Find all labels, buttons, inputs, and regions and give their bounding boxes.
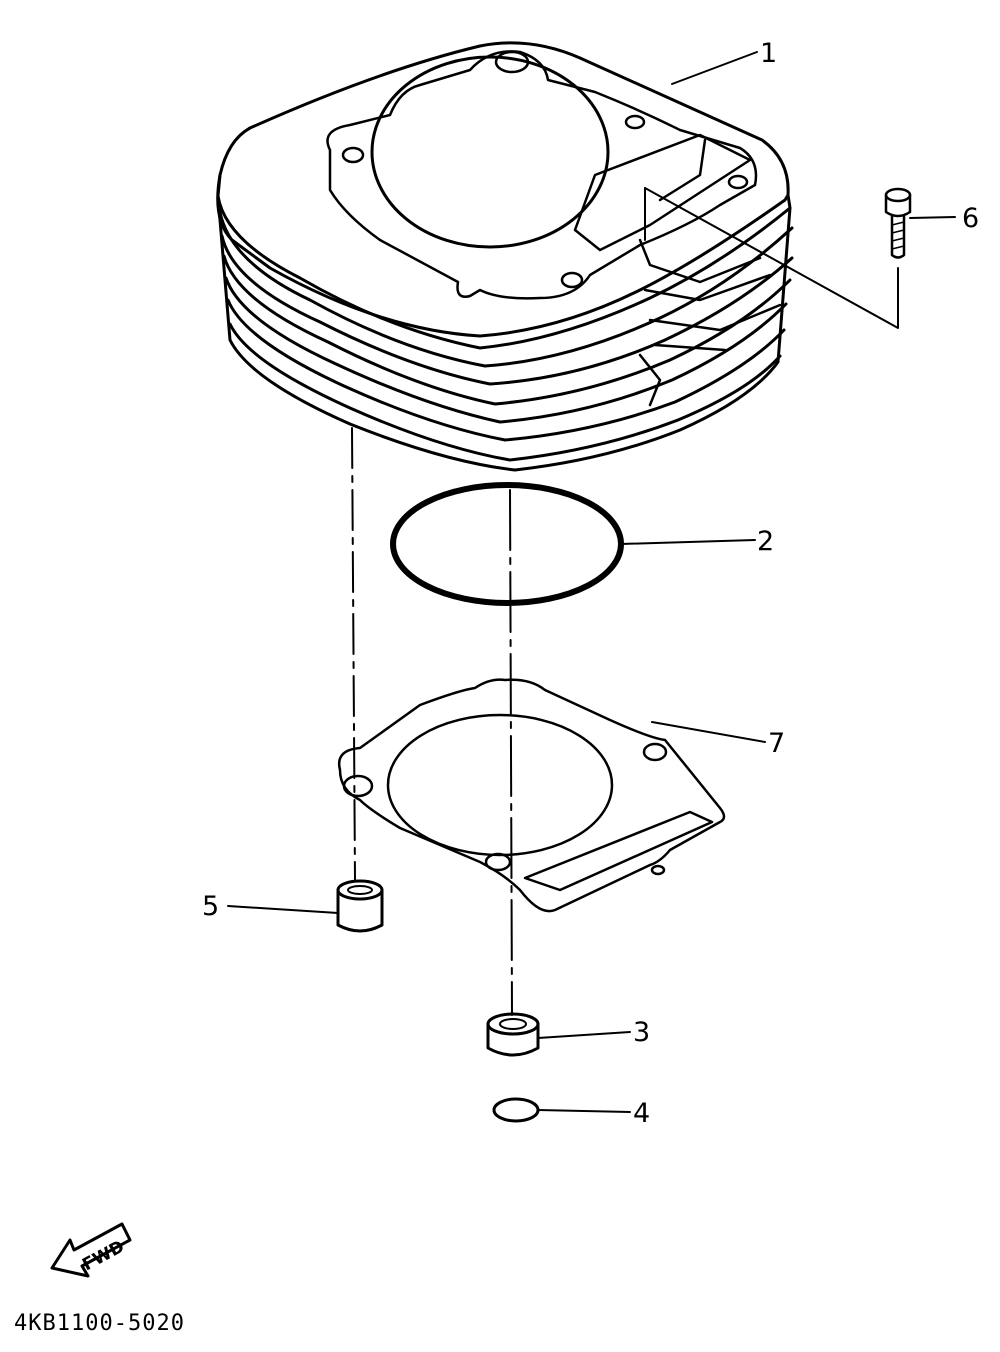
dowel-pin-part-5 <box>336 879 384 933</box>
forward-direction-arrow: FWD <box>50 1222 132 1278</box>
callout-1: 1 <box>760 38 777 69</box>
callout-7: 7 <box>768 728 785 759</box>
bolt-part <box>884 187 912 259</box>
diagram-code: 4KB1100-5020 <box>14 1311 185 1336</box>
o-ring-part <box>390 482 624 606</box>
leader-lines <box>227 51 956 1113</box>
callout-6: 6 <box>962 203 979 234</box>
callout-5: 5 <box>202 891 219 922</box>
small-o-ring-part <box>492 1097 540 1123</box>
cylinder-part <box>216 41 794 472</box>
callout-2: 2 <box>757 526 774 557</box>
callout-4: 4 <box>633 1098 650 1129</box>
dowel-pin-part-3 <box>486 1012 540 1057</box>
alignment-lines <box>351 187 899 1016</box>
callout-3: 3 <box>633 1017 650 1048</box>
cylinder-gasket-part <box>337 678 726 913</box>
